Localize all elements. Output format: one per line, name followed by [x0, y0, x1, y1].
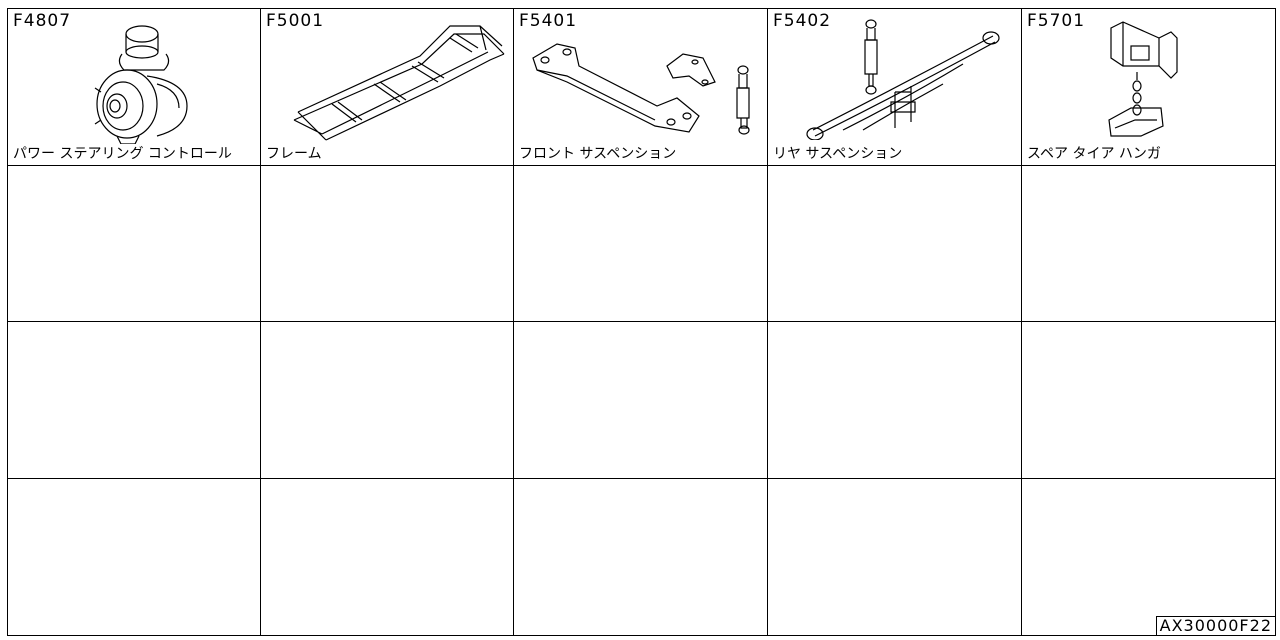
document-id: AX30000F22: [1155, 616, 1276, 636]
grid-divider: [7, 478, 1276, 479]
part-cell-f5001[interactable]: F5001 フレーム: [260, 8, 513, 165]
empty-cell: [513, 321, 767, 478]
part-name: リヤ サスペンション: [773, 146, 903, 162]
grid-divider: [513, 8, 514, 636]
empty-cell: [260, 321, 513, 478]
part-name: スペア タイア ハンガ: [1027, 146, 1161, 162]
front-suspension-icon: [532, 43, 750, 135]
part-cell-f5402[interactable]: F5402 リヤ サスペンション: [767, 8, 1021, 165]
empty-cell: [767, 165, 1021, 321]
part-cell-f5401[interactable]: F5401 フロント サスペンション: [513, 8, 767, 165]
power-steering-pump-icon: [94, 25, 188, 144]
empty-cell: [1021, 165, 1276, 321]
part-code: F4807: [13, 11, 72, 31]
empty-cell: [513, 478, 767, 636]
part-name: フレーム: [266, 146, 322, 162]
empty-cell: [7, 165, 260, 321]
part-code: F5402: [773, 11, 832, 31]
grid-divider: [260, 8, 261, 636]
empty-cell: [7, 478, 260, 636]
parts-grid: [7, 8, 1276, 636]
empty-cell: [513, 165, 767, 321]
empty-cell: [767, 321, 1021, 478]
grid-divider: [767, 8, 768, 636]
spare-tire-hanger-icon: [1108, 21, 1178, 137]
part-cell-f4807[interactable]: F4807 パワー ステアリング コントロール: [7, 8, 260, 165]
empty-cell: [260, 478, 513, 636]
part-name: フロント サスペンション: [519, 146, 677, 162]
empty-cell: [767, 478, 1021, 636]
part-name: パワー ステアリング コントロール: [13, 146, 232, 162]
part-cell-f5701[interactable]: F5701 スペア タイア ハンガ: [1021, 8, 1276, 165]
empty-cell: [7, 321, 260, 478]
grid-divider: [7, 321, 1276, 322]
part-code: F5401: [519, 11, 578, 31]
empty-cell: [260, 165, 513, 321]
frame-icon: [293, 25, 505, 141]
empty-cell: [1021, 478, 1276, 636]
part-code: F5701: [1027, 11, 1086, 31]
part-code: F5001: [266, 11, 325, 31]
grid-divider: [7, 165, 1276, 166]
grid-divider: [1021, 8, 1022, 636]
empty-cell: [1021, 321, 1276, 478]
rear-suspension-icon: [806, 19, 1000, 140]
